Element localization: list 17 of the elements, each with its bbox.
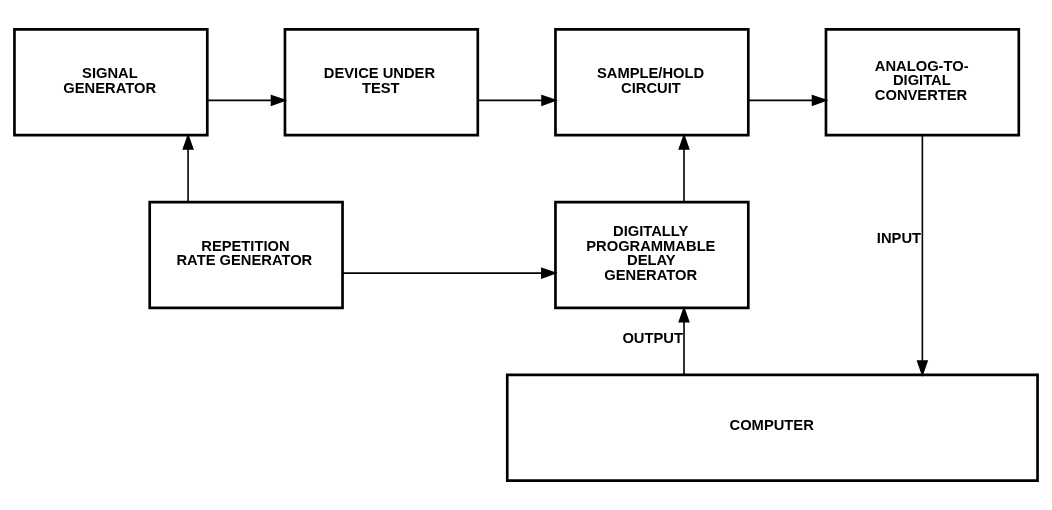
node-box: SIGNAL GENERATOR — [13, 28, 209, 137]
arrow — [182, 133, 194, 203]
node-box: SAMPLE/HOLD CIRCUIT — [554, 28, 750, 137]
arrow — [916, 134, 929, 377]
arrow — [342, 267, 558, 279]
node-box: ANALOG-TO-DIGITAL CONVERTER — [824, 28, 1021, 137]
arrow — [678, 133, 690, 203]
edge-label: OUTPUT — [622, 329, 683, 346]
node-box: DIGITALLY PROGRAMMABLE DELAY GENERATOR — [554, 200, 750, 310]
node-box: DEVICE UNDER TEST — [283, 28, 480, 137]
arrow — [678, 305, 690, 376]
node-box: REPETITION RATE GENERATOR — [148, 200, 344, 310]
arrow — [206, 94, 288, 107]
arrow — [747, 94, 829, 107]
node-box: COMPUTER — [505, 373, 1039, 482]
edge-label: INPUT — [876, 229, 922, 246]
arrow — [477, 94, 558, 107]
